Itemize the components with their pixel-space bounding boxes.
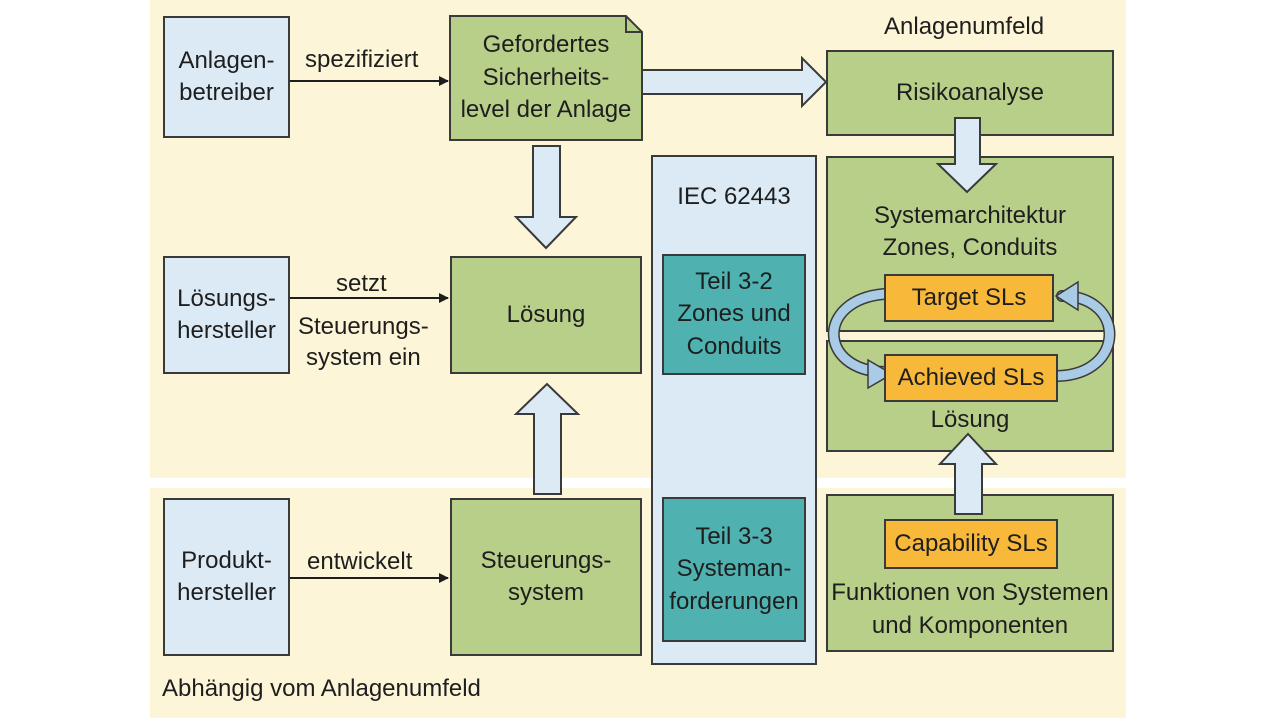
box-teil-3-2: Teil 3-2 Zones und Conduits [662,254,806,375]
box-risikoanalyse: Risikoanalyse [826,50,1114,136]
box-sicherheitslevel: Gefordertes Sicherheits- level der Anlag… [450,16,642,140]
region-label-abhaengig: Abhängig vom Anlagenumfeld [162,675,481,702]
box-funktionen: Funktionen von Systemen und Komponenten [826,494,1114,652]
relation-label-steuerungssystem-ein-line-2: system ein [306,344,421,372]
box-steuerungssystem-line-2: system [507,579,584,606]
box-achieved-sls: Achieved SLs [884,354,1058,402]
region-label-anlagenumfeld: Anlagenumfeld [884,13,1045,40]
actor-produkthersteller-line-1: Produkt- [181,546,272,574]
box-teil-3-3-line-3: forderungen [669,587,799,615]
box-steuerungssystem-line-1: Steuerungs- [480,546,612,574]
box-systemarchitektur-line-1: Systemarchitektur [873,202,1067,229]
box-achieved-sls-label: Achieved SLs [897,363,1045,391]
box-steuerungssystem: Steuerungs- system [450,498,642,656]
actor-anlagenbetreiber: Anlagen- betreiber [163,16,290,138]
box-loesung-center-label: Lösung [506,300,586,328]
box-capability-sls: Capability SLs [884,519,1058,569]
box-teil-3-2-line-2: Zones und [677,300,791,328]
panel-iec-62443-title: IEC 62443 [677,183,791,210]
actor-anlagenbetreiber-line-1: Anlagen- [178,46,275,74]
box-teil-3-2-line-3: Conduits [686,332,782,360]
relation-label-steuerungssystem-ein-line-1: Steuerungs- [298,313,429,340]
box-teil-3-3-line-2: Systeman- [676,555,792,583]
relation-label-steuerungssystem-ein: Steuerungs- system ein [298,311,429,373]
box-teil-3-2-line-1: Teil 3-2 [695,267,773,295]
relation-label-spezifiziert: spezifiziert [305,46,419,73]
actor-loesungshersteller: Lösungs- hersteller [163,256,290,374]
box-loesung-center: Lösung [450,256,642,374]
relation-label-entwickelt: entwickelt [307,548,413,575]
box-target-sls: Target SLs [884,274,1054,322]
actor-loesungshersteller-line-2: hersteller [177,317,276,344]
box-capability-sls-label: Capability SLs [894,529,1048,557]
box-risikoanalyse-label: Risikoanalyse [895,78,1045,106]
box-sicherheitslevel-line-1: Gefordertes [482,31,610,59]
actor-produkthersteller-line-2: hersteller [177,579,276,606]
box-target-sls-label: Target SLs [911,283,1027,311]
actor-anlagenbetreiber-line-2: betreiber [179,79,274,106]
box-teil-3-3: Teil 3-3 Systeman- forderungen [662,497,806,642]
box-sicherheitslevel-line-3: level der Anlage [460,96,632,124]
box-teil-3-3-line-1: Teil 3-3 [695,522,773,550]
box-sicherheitslevel-line-2: Sicherheits- [482,63,610,91]
box-loesung-right-label: Lösung [930,405,1010,433]
box-funktionen-line-2: und Komponenten [871,611,1069,639]
relation-label-setzt: setzt [336,270,387,297]
actor-loesungshersteller-line-1: Lösungs- [177,284,276,312]
box-funktionen-line-1: Funktionen von Systemen [831,579,1109,607]
box-systemarchitektur-line-2: Zones, Conduits [882,234,1058,262]
actor-produkthersteller: Produkt- hersteller [163,498,290,656]
